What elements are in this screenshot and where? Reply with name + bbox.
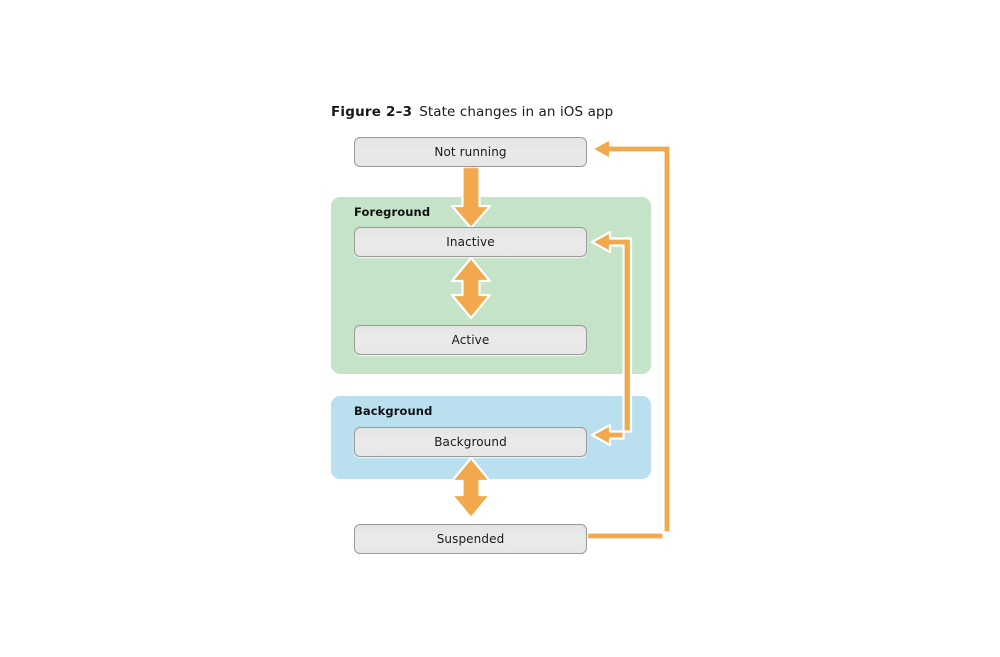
state-label-active: Active	[451, 333, 490, 347]
figure-number: Figure 2–3	[331, 104, 413, 120]
figure-caption: Figure 2–3 State changes in an iOS app	[331, 104, 613, 120]
state-box-not-running[interactable]: Not running	[354, 137, 587, 167]
group-background-label: Background	[354, 404, 433, 418]
state-label-not-running: Not running	[434, 145, 507, 159]
state-box-inactive[interactable]: Inactive	[354, 227, 587, 257]
state-box-active[interactable]: Active	[354, 325, 587, 355]
state-label-inactive: Inactive	[446, 235, 495, 249]
state-label-background: Background	[434, 435, 507, 449]
figure-title: State changes in an iOS app	[419, 104, 614, 120]
group-foreground-label: Foreground	[354, 205, 431, 219]
state-box-background[interactable]: Background	[354, 427, 587, 457]
state-box-suspended[interactable]: Suspended	[354, 524, 587, 554]
state-label-suspended: Suspended	[436, 532, 505, 546]
